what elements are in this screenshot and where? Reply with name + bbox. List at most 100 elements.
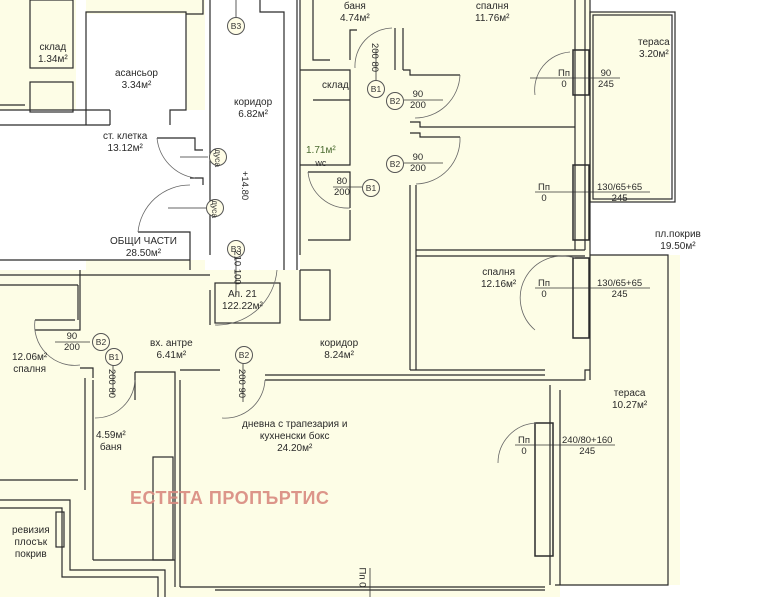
apartment-number: Ап. 21 [228, 289, 257, 300]
door-tag: В3 [227, 240, 245, 258]
window-sill-bottom: Пп 0 [356, 568, 367, 588]
sill-value: 0 [541, 289, 547, 300]
room-name: вх. антре [150, 338, 193, 349]
exterior [680, 0, 764, 597]
room-name: спалня [475, 1, 509, 12]
room-name: баня [343, 1, 366, 12]
room-name: тераса [638, 37, 670, 48]
room-area: 19.50м² [660, 241, 696, 252]
door-tag: В2 [386, 92, 404, 110]
room-name: ревизия [12, 525, 50, 536]
sill-value: 0 [521, 446, 527, 457]
door-height: 200 [334, 187, 350, 198]
watermark: ЕСТЕТА ПРОПЪРТИС [130, 488, 330, 508]
door-tag: В3 [227, 17, 245, 35]
room-area: 4.59м² [96, 430, 126, 441]
room-area: 6.41м² [156, 350, 187, 361]
room-area: 11.76м² [475, 13, 510, 24]
door-width: 80 [106, 387, 118, 399]
sill-value: 0 [561, 79, 567, 90]
door-tag: В2 [235, 346, 253, 364]
window-width: 90 [600, 68, 612, 79]
door-width: 80 [336, 176, 348, 187]
door-height: 200 [236, 368, 248, 385]
room-area: 24.20м² [277, 443, 313, 454]
room-name: пл.покрив [655, 229, 701, 240]
door-dimension: 200 90 [236, 369, 247, 398]
room-area: 1.34м² [38, 54, 68, 65]
window-width: 130/65+65 [597, 182, 643, 193]
sill-label: Пп [538, 278, 550, 289]
apartment-area: 122.22м² [222, 301, 263, 312]
door-height: 200 [64, 342, 80, 353]
door-height: 200 [369, 42, 381, 59]
room-name: спалня [13, 364, 46, 375]
room-area: 1.71м² [306, 145, 336, 156]
door-tag: В2 [92, 333, 110, 351]
door-dimension: 200 80 [106, 369, 117, 398]
room-name: спалня [482, 267, 515, 278]
room-name: асансьор [115, 68, 158, 79]
room-area: 3.20м² [639, 49, 669, 60]
door-height: 210 [231, 250, 243, 267]
room-name: склад [39, 42, 67, 53]
door-tag: В2 [386, 155, 404, 173]
sill-label: Пп [538, 182, 550, 193]
room-name-line3: покрив [14, 549, 47, 560]
door-width: 80 [369, 61, 381, 73]
shaft-label: дуса [209, 148, 227, 167]
door-width: 90 [412, 152, 424, 163]
window-width: 240/80+160 [562, 435, 613, 446]
room-area: 12.06м² [12, 352, 48, 363]
room-area: 6.82м² [238, 109, 268, 120]
sill-value: 0 [541, 193, 547, 204]
door-swings [34, 27, 576, 464]
sill-label: Пп [558, 68, 570, 79]
room-name-line2: кухненски бокс [259, 431, 330, 442]
room-area: 10.27м² [612, 400, 648, 411]
door-tag: В1 [367, 80, 385, 98]
door-height: 200 [106, 368, 118, 385]
room-area: 4.74м² [340, 13, 370, 24]
door-width: 90 [412, 89, 424, 100]
room-name: коридор [234, 97, 273, 108]
room-name: дневна с трапезария и [242, 419, 348, 430]
room-area: 8.24м² [324, 350, 354, 361]
door-width: 90 [236, 387, 248, 399]
sill-value: 0 [356, 582, 368, 588]
door-dimension: 210 100 [232, 250, 243, 284]
door-width: 100 [231, 268, 243, 285]
room-area: 28.50м² [125, 248, 162, 259]
sill-label: Пп [356, 567, 368, 580]
